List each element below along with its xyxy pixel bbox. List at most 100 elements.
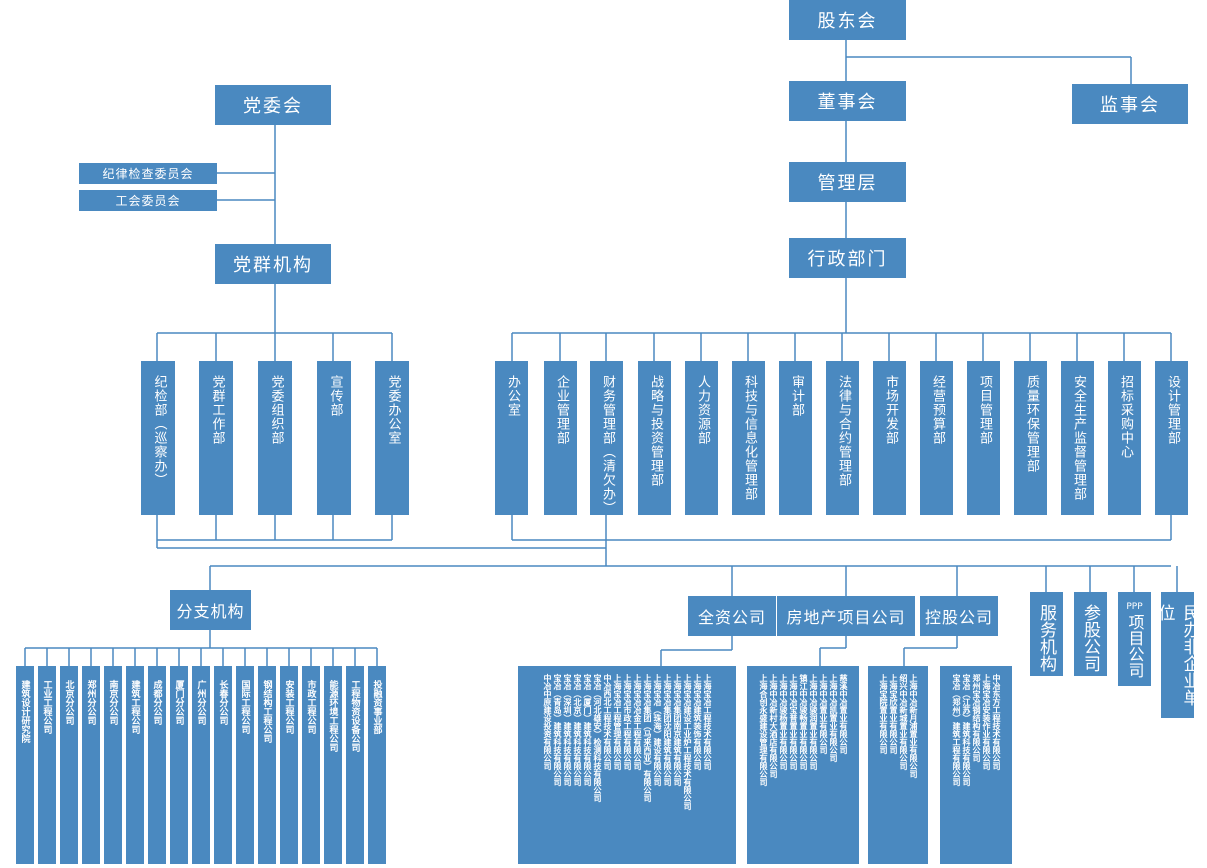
branch-unit-16: 投融资事业部 (368, 666, 386, 864)
admin-dept-9: 经营预算部 (920, 361, 953, 515)
admin-dept-label: 项目管理部 (976, 375, 992, 445)
real-estate-company-3: 上海中冶骏润置业有限公司 (809, 674, 818, 770)
wholly-owned-companies: 全资公司 (688, 596, 776, 636)
real-estate-company-8: 上海合创永盛建设管理有限公司 (759, 674, 768, 786)
party-dept-label: 宣传部 (327, 375, 343, 417)
holding-company-b-2: 郑州宝冶钢结构有限公司 (972, 674, 981, 762)
admin-dept-label: 企业管理部 (553, 375, 569, 445)
admin-dept-label: 审计部 (788, 375, 804, 417)
holding-company-b-4: 宝冶（郑州）建筑工程有限公司 (952, 674, 961, 786)
real-estate-company-0: 慈溪中冶置业有限公司 (839, 674, 848, 754)
ppp-project-companies: PPP 项目公司 (1118, 592, 1151, 686)
party-dept-2: 党委组织部 (258, 361, 292, 515)
holding-company-a-0: 上海中冶新月浦置业有限公司 (909, 674, 918, 778)
admin-dept-2: 财务管理部（清欠办） (590, 361, 623, 515)
admin-dept-label: 战略与投资管理部 (647, 375, 663, 487)
branch-organizations: 分支机构 (170, 590, 251, 630)
holding-company-a-2: 上海宝欣置业有限公司 (889, 674, 898, 754)
admin-dept-14: 设计管理部 (1155, 361, 1188, 515)
admin-dept-4: 人力资源部 (685, 361, 718, 515)
shareholders-meeting: 股东会 (789, 0, 906, 40)
branch-unit-label: 安装工程公司 (283, 680, 294, 734)
ppp-project-label: 项目公司 (1125, 614, 1145, 678)
wholly-owned-company-11: 宝冶（河北雄安）检测科技有限公司 (593, 674, 602, 802)
real-estate-company-2: 上海中冶置业有限公司 (819, 674, 828, 754)
wholly-owned-company-10: 中冶西北工程技术有限公司 (603, 674, 612, 770)
wholly-owned-company-8: 上海宝冶市政工程有限公司 (623, 674, 632, 770)
admin-dept-12: 安全生产监督管理部 (1061, 361, 1094, 515)
private-non-enterprise-units: 民办非企业单位 (1155, 592, 1200, 718)
equity-participation-label: 参股公司 (1080, 604, 1100, 672)
admin-dept-11: 质量环保管理部 (1014, 361, 1047, 515)
discipline-inspection-committee: 纪律检查委员会 (79, 163, 217, 184)
branch-unit-7: 厦门分公司 (170, 666, 188, 864)
branch-unit-label: 建筑工程公司 (129, 680, 140, 734)
branch-unit-15: 工程物资设备公司 (346, 666, 364, 864)
admin-dept-5: 科技与信息化管理部 (732, 361, 765, 515)
equity-participation-companies: 参股公司 (1074, 592, 1107, 676)
party-mass-organizations: 党群机构 (215, 244, 331, 284)
party-dept-label: 党委组织部 (268, 375, 284, 445)
branch-unit-0: 建筑设计研究院 (16, 666, 34, 864)
party-dept-3: 宣传部 (317, 361, 351, 515)
admin-dept-13: 招标采购中心 (1108, 361, 1141, 515)
real-estate-company-4: 镇江中冶骏畅置业有限公司 (799, 674, 808, 770)
party-dept-4: 党委办公室 (375, 361, 409, 515)
admin-dept-label: 科技与信息化管理部 (741, 375, 757, 501)
holding-company-list-b: 中冶东方工程技术有限公司上海宝冶安装作业有限公司郑州宝冶钢结构有限公司宝冶（江苏… (940, 666, 1012, 864)
branch-unit-13: 市政工程公司 (302, 666, 320, 864)
wholly-owned-company-3: 上海宝冶集团南京建筑有限公司 (673, 674, 682, 786)
administrative-departments: 行政部门 (789, 238, 906, 278)
party-dept-0: 纪检部（巡察办） (141, 361, 175, 515)
branch-unit-label: 郑州分公司 (85, 680, 96, 725)
wholly-owned-company-list: 上海宝冶工程技术有限公司上海宝冶建筑装饰有限公司上海宝冶建设工业炉工程技术有限公… (518, 666, 736, 864)
holding-company-a-3: 上海宝院置业有限公司 (879, 674, 888, 754)
service-institutions-label: 服务机构 (1036, 604, 1056, 672)
admin-dept-label: 市场开发部 (882, 375, 898, 445)
branch-unit-label: 工程物资设备公司 (349, 680, 360, 752)
real-estate-company-5: 上海中冶宝普置业有限公司 (789, 674, 798, 770)
admin-dept-label: 招标采购中心 (1117, 375, 1133, 459)
party-dept-1: 党群工作部 (199, 361, 233, 515)
branch-unit-label: 长春分公司 (217, 680, 228, 725)
wholly-owned-company-4: 上海宝冶集团沈阳建筑有限公司 (663, 674, 672, 786)
party-dept-label: 党群工作部 (209, 375, 225, 445)
service-institutions: 服务机构 (1030, 592, 1063, 676)
wholly-owned-company-16: 中冶中原建设投资有限公司 (543, 674, 552, 770)
real-estate-company-6: 上海中冶骏杨置业有限公司 (779, 674, 788, 770)
wholly-owned-company-1: 上海宝冶建筑装饰有限公司 (693, 674, 702, 770)
admin-dept-label: 质量环保管理部 (1023, 375, 1039, 473)
branch-unit-label: 北京分公司 (63, 680, 74, 725)
wholly-owned-company-9: 上海宝冶工程管理有限公司 (613, 674, 622, 770)
holding-company-b-0: 中冶东方工程技术有限公司 (992, 674, 1001, 770)
real-estate-project-companies: 房地产项目公司 (777, 596, 915, 636)
branch-unit-label: 钢结构工程公司 (261, 680, 272, 743)
management-team: 管理层 (789, 162, 906, 202)
admin-dept-label: 办公室 (504, 375, 520, 417)
wholly-owned-company-12: 宝冶（厦门）建筑科技有限公司 (583, 674, 592, 786)
admin-dept-6: 审计部 (779, 361, 812, 515)
branch-unit-label: 工业工程公司 (41, 680, 52, 734)
branch-unit-label: 建筑设计研究院 (19, 680, 30, 743)
wholly-owned-company-6: 上海宝冶集团（马来西亚）有限公司 (643, 674, 652, 802)
wholly-owned-company-14: 宝冶（深圳）建筑科技有限公司 (563, 674, 572, 786)
holding-company-list-a: 上海中冶新月浦置业有限公司绍兴中冶新城置业有限公司上海宝欣置业有限公司上海宝院置… (868, 666, 928, 864)
branch-unit-label: 投融资事业部 (371, 680, 382, 734)
real-estate-company-7: 上海中冶新村大酒店有限公司 (769, 674, 778, 778)
branch-unit-9: 长春分公司 (214, 666, 232, 864)
admin-dept-label: 安全生产监督管理部 (1070, 375, 1086, 501)
branch-unit-label: 成都分公司 (151, 680, 162, 725)
admin-dept-label: 经营预算部 (929, 375, 945, 445)
admin-dept-label: 法律与合约管理部 (835, 375, 851, 487)
party-dept-label: 党委办公室 (385, 375, 401, 445)
real-estate-company-1: 上海中冶凯置业有限公司 (829, 674, 838, 762)
branch-unit-label: 国际工程公司 (239, 680, 250, 734)
wholly-owned-company-0: 上海宝冶工程技术有限公司 (703, 674, 712, 770)
branch-unit-11: 钢结构工程公司 (258, 666, 276, 864)
board-of-supervisors: 监事会 (1072, 84, 1188, 124)
branch-unit-2: 北京分公司 (60, 666, 78, 864)
admin-dept-label: 设计管理部 (1164, 375, 1180, 445)
wholly-owned-company-5: 上海宝冶（珠海）建设有限公司 (653, 674, 662, 786)
admin-dept-10: 项目管理部 (967, 361, 1000, 515)
wholly-owned-company-13: 宝冶（北京）建筑科技有限公司 (573, 674, 582, 786)
